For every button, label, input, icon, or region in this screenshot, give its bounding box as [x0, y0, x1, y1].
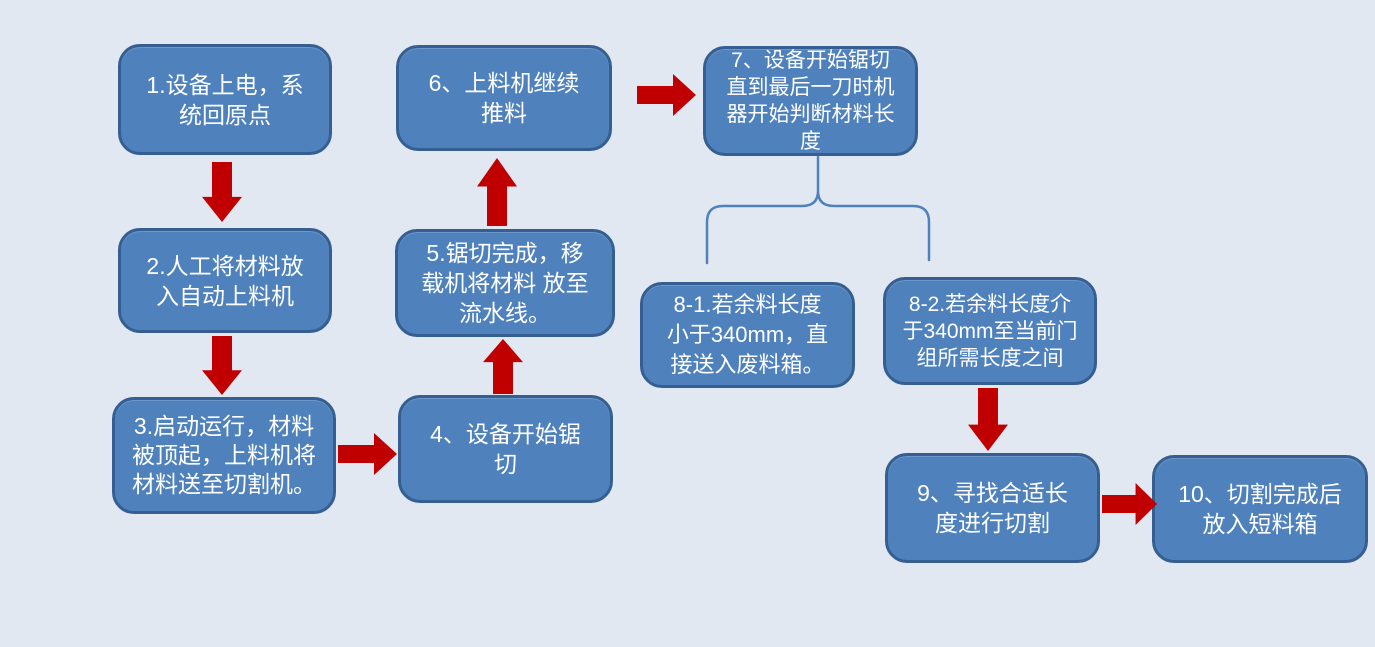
- flow-node-9: 9、寻找合适长度进行切割: [885, 453, 1100, 563]
- flow-node-1: 1.设备上电，系统回原点: [118, 44, 332, 155]
- flow-node-5-label: 5.锯切完成，移载机将材料 放至流水线。: [421, 240, 589, 326]
- arrow-down-8-2-to-9: [968, 388, 1008, 451]
- arrow-up-4-to-5: [483, 339, 523, 394]
- arrow-right-9-to-10: [1102, 483, 1157, 525]
- flow-node-4: 4、设备开始锯切: [398, 395, 613, 503]
- flow-node-4-label: 4、设备开始锯切: [430, 421, 581, 477]
- arrow-up-5-to-6: [477, 158, 517, 226]
- flow-node-3-label: 3.启动运行，材料被顶起，上料机将材料送至切割机。: [132, 413, 316, 497]
- flow-node-2: 2.人工将材料放入自动上料机: [118, 228, 332, 333]
- flow-node-5: 5.锯切完成，移载机将材料 放至流水线。: [395, 229, 615, 337]
- flow-node-8-2: 8-2.若余料长度介于340mm至当前门组所需长度之间: [883, 277, 1097, 385]
- flow-node-7: 7、设备开始锯切直到最后一刀时机器开始判断材料长度: [703, 46, 918, 156]
- flow-node-6: 6、上料机继续推料: [396, 45, 612, 151]
- arrow-right-6-to-7: [637, 74, 696, 116]
- flow-node-7-label: 7、设备开始锯切直到最后一刀时机器开始判断材料长度: [726, 49, 895, 153]
- arrow-right-3-to-4: [338, 433, 397, 475]
- arrow-down-1-to-2: [202, 162, 242, 222]
- flow-node-8-2-label: 8-2.若余料长度介于340mm至当前门组所需长度之间: [902, 292, 1078, 370]
- flow-node-10: 10、切割完成后放入短料箱: [1152, 455, 1368, 563]
- flow-node-8-1: 8-1.若余料长度小于340mm，直接送入废料箱。: [640, 282, 855, 388]
- flow-node-9-label: 9、寻找合适长度进行切割: [917, 480, 1068, 536]
- flow-node-3: 3.启动运行，材料被顶起，上料机将材料送至切割机。: [112, 397, 336, 514]
- arrow-down-2-to-3: [202, 336, 242, 395]
- flow-node-6-label: 6、上料机继续推料: [428, 70, 580, 126]
- flow-node-8-1-label: 8-1.若余料长度小于340mm，直接送入废料箱。: [666, 292, 829, 377]
- flow-node-10-label: 10、切割完成后放入短料箱: [1178, 481, 1342, 537]
- flow-node-1-label: 1.设备上电，系统回原点: [146, 71, 304, 128]
- flow-node-2-label: 2.人工将材料放入自动上料机: [146, 252, 304, 309]
